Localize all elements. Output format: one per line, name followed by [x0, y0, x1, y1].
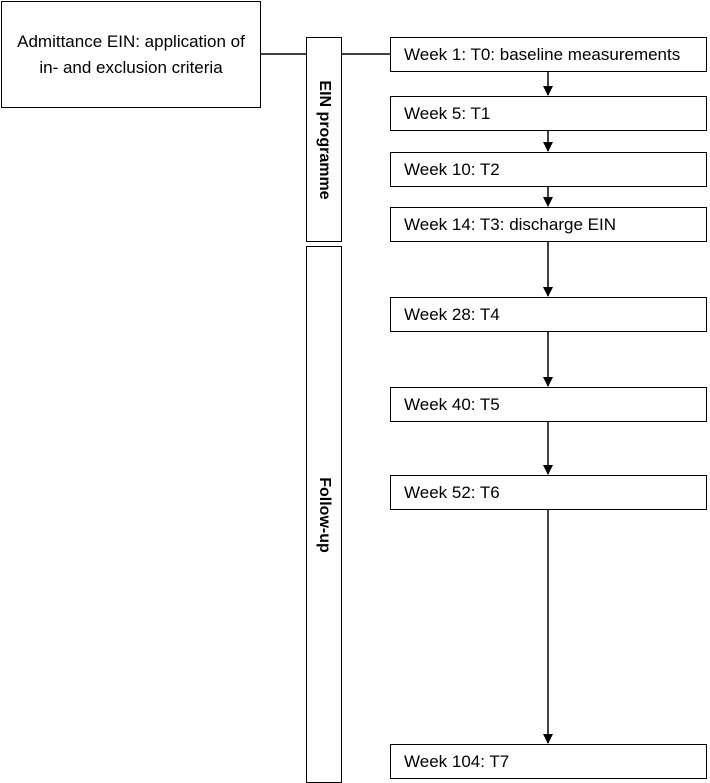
step-week-10-label: Week 10: T2 — [404, 159, 500, 179]
step-week-14-label: Week 14: T3: discharge EIN — [404, 214, 616, 234]
admittance-box: Admittance EIN: application of in- and e… — [1, 1, 261, 108]
step-week-10: Week 10: T2 — [390, 152, 707, 187]
step-week-40-label: Week 40: T5 — [404, 394, 500, 414]
step-week-104-label: Week 104: T7 — [404, 751, 510, 771]
phase-ein-programme: EIN programme — [306, 37, 342, 242]
step-week-1-label: Week 1: T0: baseline measurements — [404, 44, 681, 64]
phase-ein-programme-label: EIN programme — [316, 79, 333, 200]
step-week-40: Week 40: T5 — [390, 387, 707, 422]
step-week-28-label: Week 28: T4 — [404, 304, 500, 324]
phase-follow-up: Follow-up — [306, 246, 342, 783]
step-week-52-label: Week 52: T6 — [404, 482, 500, 502]
step-week-5: Week 5: T1 — [390, 96, 707, 131]
admittance-label: Admittance EIN: application of in- and e… — [17, 31, 245, 77]
step-week-104: Week 104: T7 — [390, 744, 707, 779]
step-week-1: Week 1: T0: baseline measurements — [390, 37, 707, 72]
step-week-14: Week 14: T3: discharge EIN — [390, 207, 707, 242]
step-week-52: Week 52: T6 — [390, 475, 707, 510]
phase-follow-up-label: Follow-up — [316, 476, 333, 553]
step-week-28: Week 28: T4 — [390, 297, 707, 332]
step-week-5-label: Week 5: T1 — [404, 103, 491, 123]
